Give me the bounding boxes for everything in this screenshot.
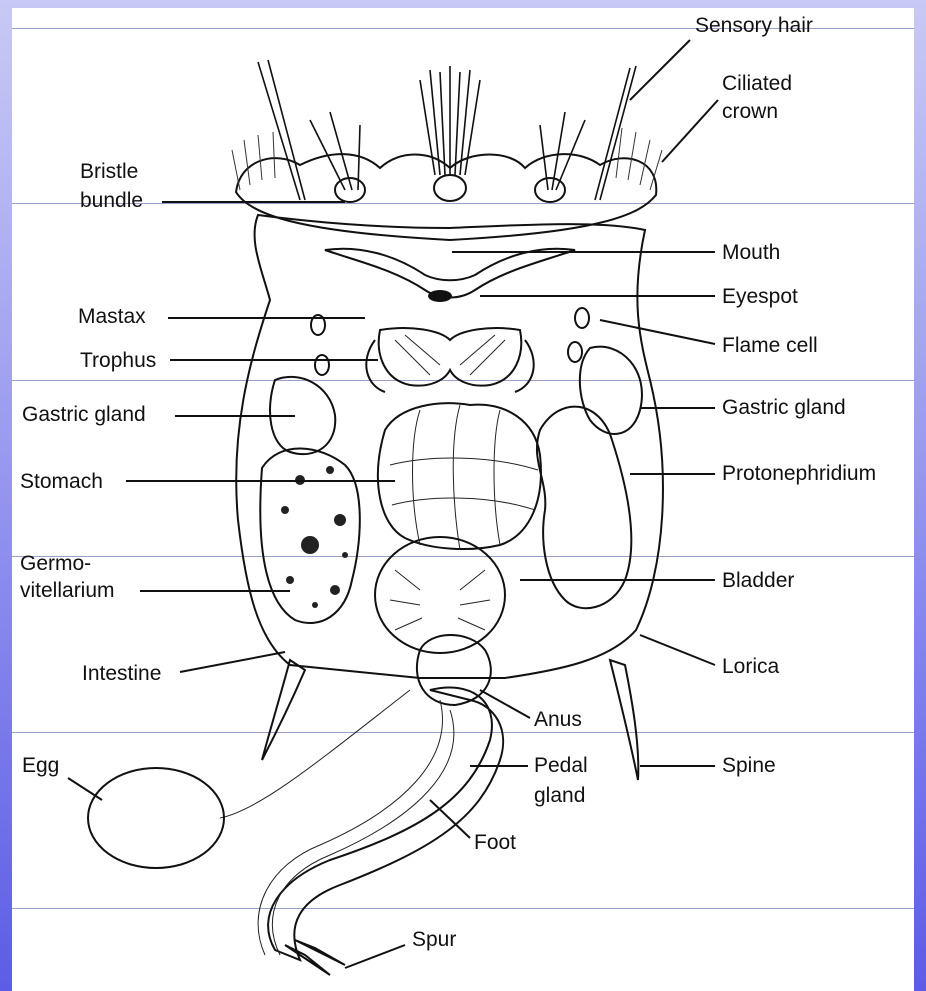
egg-shape <box>88 768 224 868</box>
lorica-body <box>236 215 663 678</box>
label-eyespot: Eyespot <box>722 285 798 308</box>
label-spine: Spine <box>722 754 776 777</box>
label-mastax: Mastax <box>78 305 146 328</box>
foot-inner-line <box>272 710 454 955</box>
label-spur: Spur <box>412 928 456 951</box>
stomach-shape <box>378 403 541 549</box>
mastax-trophus <box>366 328 533 392</box>
flame-cell-shape <box>315 355 329 375</box>
label-pedal-gland-line1: Pedal <box>534 754 588 777</box>
germovitellarium-granules <box>281 466 348 608</box>
label-intestine: Intestine <box>82 662 161 685</box>
intestine-striations <box>390 570 490 630</box>
label-flame-cell: Flame cell <box>722 334 818 357</box>
leader-lines <box>68 40 718 968</box>
label-gastric-gland-left: Gastric gland <box>22 403 146 426</box>
mouth-shape <box>325 249 575 298</box>
anus-shape <box>417 635 491 705</box>
sensory-hairs <box>258 60 636 200</box>
label-mouth: Mouth <box>722 241 780 264</box>
label-bristle-bundle-line1: Bristle <box>80 160 138 183</box>
germovitellarium-shape <box>260 448 360 623</box>
label-germovitellarium-line2: vitellarium <box>20 579 115 602</box>
label-lorica: Lorica <box>722 655 780 678</box>
ciliated-crown <box>232 128 662 240</box>
spine-right <box>610 660 638 780</box>
egg-stalk <box>220 690 410 818</box>
label-bladder: Bladder <box>722 569 794 592</box>
label-bristle-bundle-line2: bundle <box>80 189 143 212</box>
spur-shape <box>285 945 330 975</box>
gastric-gland-right-shape <box>580 347 642 434</box>
flame-cell-shape <box>568 342 582 362</box>
label-anus: Anus <box>534 708 582 731</box>
label-trophus: Trophus <box>80 349 156 372</box>
label-gastric-gland-right: Gastric gland <box>722 396 846 419</box>
label-germovitellarium-line1: Germo- <box>20 552 91 575</box>
label-pedal-gland-line2: gland <box>534 784 585 807</box>
spine-left <box>262 660 305 760</box>
foot-inner-line <box>258 700 442 955</box>
label-egg: Egg <box>22 754 59 777</box>
foot-shape <box>268 687 503 960</box>
label-protonephridium: Protonephridium <box>722 462 876 485</box>
stomach-lobes <box>390 405 538 550</box>
label-stomach: Stomach <box>20 470 103 493</box>
label-ciliated-crown-line2: crown <box>722 100 778 123</box>
spur-shape <box>295 940 345 965</box>
bladder-shape <box>537 407 631 609</box>
label-ciliated-crown-line1: Ciliated <box>722 72 792 95</box>
flame-cell-shape <box>575 308 589 328</box>
eyespot-shape <box>428 290 452 302</box>
label-sensory-hair: Sensory hair <box>695 14 813 37</box>
bristle-bundle-right <box>535 178 565 202</box>
label-foot: Foot <box>474 831 516 854</box>
bristle-bundle-center <box>434 175 466 201</box>
labels: Sensory hair Ciliated crown Bristle bund… <box>20 14 876 951</box>
